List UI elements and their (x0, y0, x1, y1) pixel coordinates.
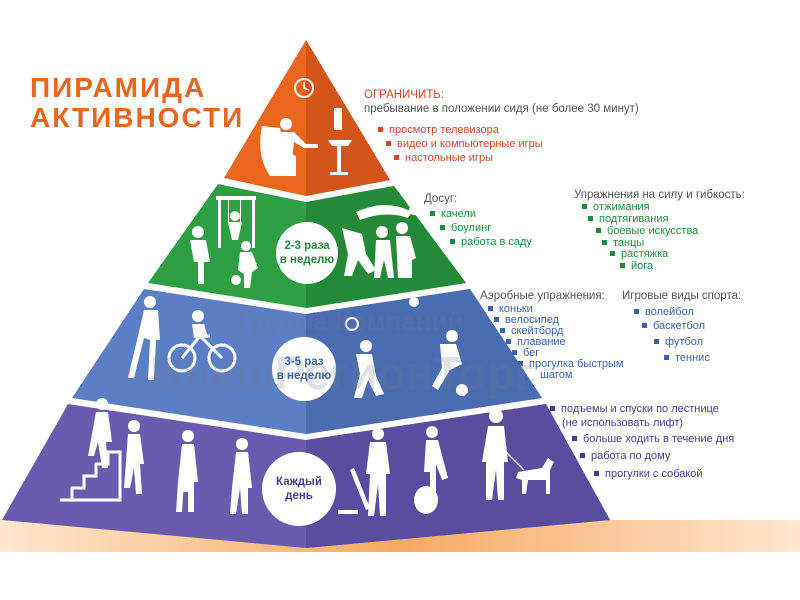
games-item: волейбол (634, 306, 694, 319)
sitting-person-icon (280, 132, 318, 160)
bowling-person-icon (238, 252, 258, 288)
games-item: теннис (664, 352, 710, 365)
leisure-item: работа в саду (450, 236, 532, 249)
aerobic-item-continued: шагом (540, 369, 573, 381)
soccer-player-icon (432, 344, 462, 390)
stairs-icon (60, 450, 122, 502)
aerobic-item: коньки (488, 303, 533, 316)
armchair-icon (260, 126, 296, 176)
games-item: футбол (654, 336, 703, 349)
strength-heading: Упражнения на силу и гибкость: (574, 189, 745, 201)
dancing-person-icon (374, 240, 394, 278)
volleyball-ball-icon (409, 297, 419, 307)
daily-item: подъемы и спуски по лестнице (550, 403, 719, 416)
watermark-line-1: Группа Компаний (238, 306, 464, 336)
poster-title-line-2: АКТИВНОСТИ (30, 102, 245, 133)
tennis-racket-icon (345, 317, 359, 331)
leisure-item: качели (430, 208, 476, 221)
games-heading: Игровые виды спорта: (622, 290, 742, 302)
leisure-heading: Досуг: (424, 193, 458, 205)
stairs-person-2-icon (124, 434, 144, 494)
walking-person-icon (128, 310, 160, 380)
mopping-man-icon (366, 442, 390, 516)
watermark-line-2: ВнешРегионТорг (150, 347, 534, 399)
limit-heading: ОГРАНИЧИТЬ: (364, 89, 445, 101)
clock-icon (294, 78, 314, 98)
dog-walker-icon (482, 426, 508, 500)
swing-child-icon (228, 222, 242, 240)
strength-item: отжимания (582, 201, 650, 214)
strength-item: танцы (602, 237, 644, 250)
stairs-person-1-icon (88, 412, 112, 468)
aerobic-item: плавание (506, 336, 566, 349)
limit-item: просмотр телевизора (378, 124, 499, 137)
limit-subheading: пребывание в положении сидя (не более 30… (364, 103, 639, 115)
stretch-person-icon (356, 205, 412, 220)
tier-daily-silhouettes (60, 398, 554, 516)
daily-item: прогулки с собакой (594, 468, 703, 481)
daily-item: больше ходить в течение дня (572, 433, 734, 446)
daily-item: работа по дому (580, 450, 670, 463)
tier-3-5-right-face (306, 289, 542, 434)
aerobic-heading: Аэробные упражнения: (480, 290, 605, 302)
dog-icon (516, 458, 554, 494)
poster-title-line-1: ПИРАМИДА (30, 72, 207, 103)
limit-item: настольные игры (394, 152, 493, 165)
gardening-person-icon (190, 240, 210, 284)
sitting-person-head (280, 118, 292, 130)
aerobic-item: бег (512, 347, 539, 360)
swing-frame-icon (216, 196, 256, 248)
limit-item: видео и компьютерные игры (386, 138, 543, 151)
strength-item: растяжка (610, 248, 668, 261)
aerobic-item: прогулка быстрым (518, 358, 623, 371)
tier-limit-silhouettes (260, 78, 352, 176)
strength-item: боевые искусства (596, 225, 698, 238)
aerobic-item: велосипед (494, 314, 559, 327)
strength-item: подтягивания (588, 213, 668, 226)
tier-3-5-silhouettes (128, 296, 468, 398)
martial-arts-person-icon (342, 228, 376, 276)
games-item: баскетбол (642, 320, 705, 333)
vacuuming-woman-icon (424, 440, 448, 502)
tennis-player-icon (354, 354, 384, 398)
tier-2-3-silhouettes (190, 196, 419, 288)
walking-girl-icon (230, 452, 252, 514)
aerobic-item: скейтборд (500, 325, 563, 338)
leisure-item: боулинг (440, 222, 491, 235)
strength-item: йога (620, 260, 653, 273)
cyclist-icon (192, 324, 208, 338)
daily-item-continued: (не использовать лифт) (562, 417, 684, 429)
tier-limit-right-face (306, 40, 390, 196)
